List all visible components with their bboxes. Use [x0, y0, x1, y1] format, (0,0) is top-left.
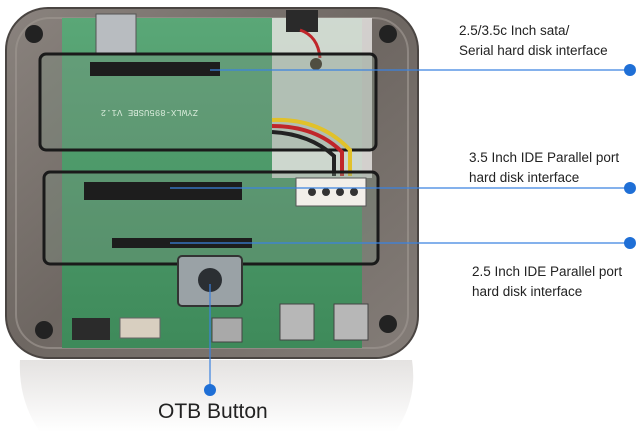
callout-ide35-label: 3.5 Inch IDE Parallel port hard disk int…: [469, 148, 619, 188]
callout-ide25-label: 2.5 Inch IDE Parallel port hard disk int…: [472, 262, 622, 302]
molex-pin: [350, 188, 358, 196]
dc-jack: [310, 58, 322, 70]
pcb-silkscreen-text: ZYWLX-895USBE V1.2: [101, 107, 198, 117]
ide-35-connector: [84, 182, 242, 200]
molex-pin: [336, 188, 344, 196]
screw-bottom-left: [35, 321, 53, 339]
callout-sata-line1: 2.5/3.5c Inch sata/: [459, 23, 570, 38]
screw-top-left: [25, 25, 43, 43]
micro-sd-slot: [119, 317, 161, 339]
sata-connector: [90, 62, 220, 76]
callout-ide25-line1: 2.5 Inch IDE Parallel port: [472, 264, 623, 279]
case-reflection: [19, 360, 414, 432]
usb-port-2: [279, 303, 315, 341]
usb-port-1: [211, 317, 243, 343]
screw-top-right: [379, 25, 397, 43]
usb-port-3: [333, 303, 369, 341]
otb-button: [198, 268, 222, 292]
silkscreen-label: ZYWLX-895USBE V1.2: [101, 107, 198, 117]
callout-sata-label: 2.5/3.5c Inch sata/ Serial hard disk int…: [459, 21, 608, 61]
callout-ide35-line2: hard disk interface: [469, 170, 580, 185]
callout-ide25-line2: hard disk interface: [472, 284, 583, 299]
molex-wire-red: [271, 124, 344, 176]
screw-bottom-right: [379, 315, 397, 333]
callout-dot-ide25: [624, 237, 636, 249]
callout-otb-label: OTB Button: [158, 400, 268, 423]
molex-pin: [308, 188, 316, 196]
callout-sata-line2: Serial hard disk interface: [459, 43, 608, 58]
callout-ide35-line1: 3.5 Inch IDE Parallel port: [469, 150, 620, 165]
callout-dot-otb: [204, 384, 216, 396]
molex-wires: [271, 117, 352, 176]
power-switch: [286, 10, 318, 32]
callout-dot-sata: [624, 64, 636, 76]
top-connector: [95, 13, 137, 55]
callout-dot-ide35: [624, 182, 636, 194]
molex-pin: [322, 188, 330, 196]
molex-wire-black: [271, 130, 336, 176]
sd-card-slot: [72, 318, 110, 340]
